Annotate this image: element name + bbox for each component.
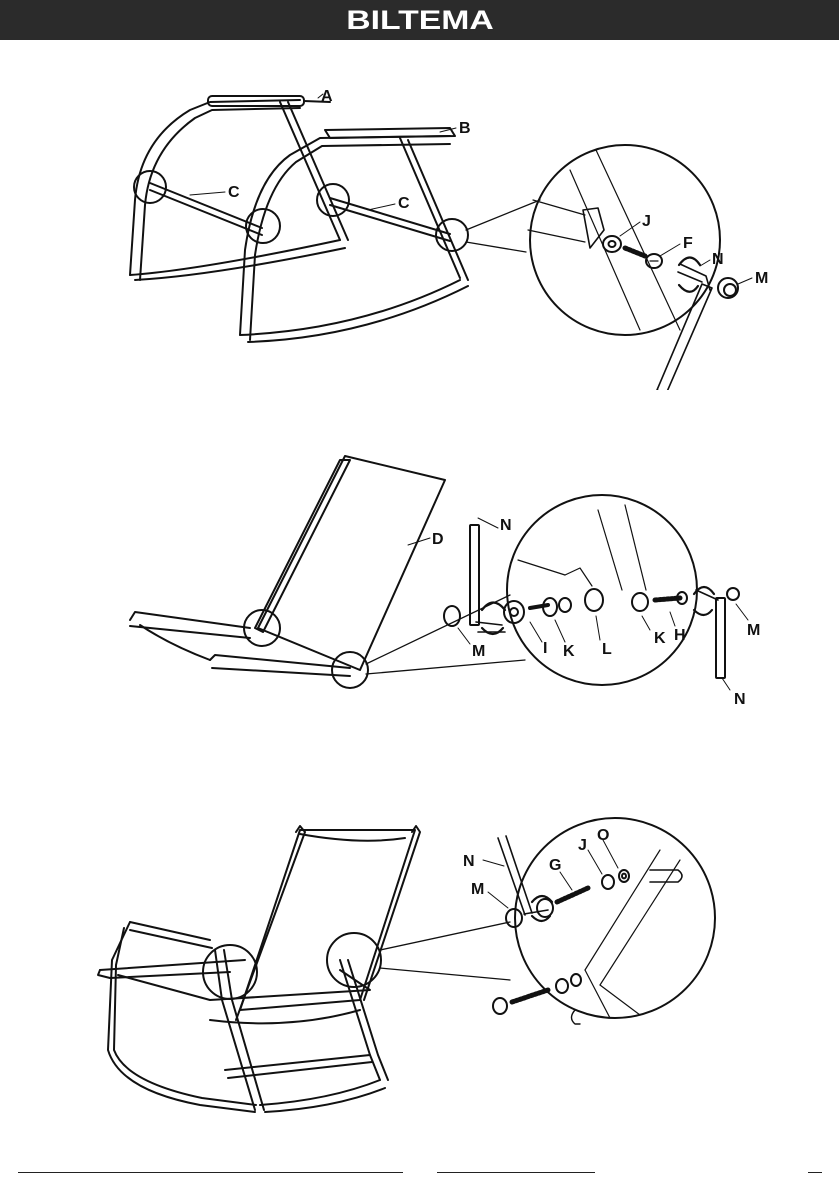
- part-label-m: M: [471, 881, 484, 898]
- part-label-c: C: [398, 195, 410, 212]
- part-label-i: I: [543, 640, 547, 657]
- part-label-n: N: [712, 251, 724, 268]
- brand-header: BILTEMA: [0, 0, 839, 40]
- part-label-j: J: [642, 213, 651, 230]
- part-label-g: G: [549, 857, 561, 874]
- footer-rule-right: [808, 1172, 822, 1173]
- part-label-c: C: [228, 184, 240, 201]
- brand-logo: BILTEMA: [346, 5, 493, 36]
- part-label-l: L: [602, 641, 612, 658]
- part-label-k: K: [563, 643, 575, 660]
- part-label-n: N: [463, 853, 475, 870]
- part-label-f: F: [683, 235, 693, 252]
- part-label-d: D: [432, 531, 444, 548]
- part-label-a: A: [321, 88, 333, 105]
- part-label-k: K: [654, 630, 666, 647]
- part-label-o: O: [597, 827, 609, 844]
- part-label-j: J: [578, 837, 587, 854]
- part-label-b: B: [459, 120, 471, 137]
- part-label-m: M: [755, 270, 768, 287]
- footer-rule-center: [437, 1172, 595, 1173]
- part-label-m: M: [472, 643, 485, 660]
- assembly-figure-3: N M G J O: [0, 810, 839, 1130]
- part-label-n: N: [734, 691, 746, 708]
- part-label-h: H: [674, 627, 686, 644]
- footer-rule-left: [18, 1172, 403, 1173]
- assembly-figure-1: A B C C J F N M: [0, 80, 839, 390]
- part-label-m: M: [747, 622, 760, 639]
- assembly-figure-2: N D M I K L K H M N: [0, 450, 839, 720]
- part-label-n: N: [500, 517, 512, 534]
